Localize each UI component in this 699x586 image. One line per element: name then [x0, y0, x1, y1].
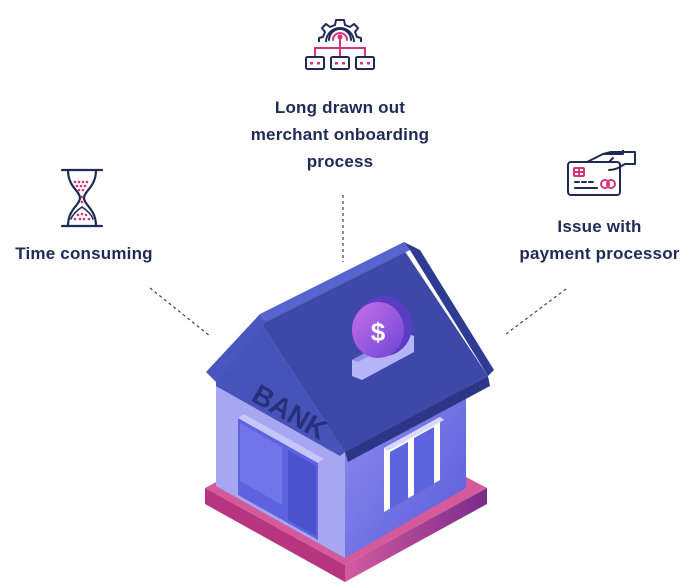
issue-payment-processor: Issue with payment processor	[500, 213, 699, 267]
connector-time	[149, 287, 211, 337]
coin-symbol: $	[371, 317, 386, 347]
bank-right-wall	[345, 384, 466, 558]
dollar-coin-icon: $	[352, 296, 412, 358]
network-gear-icon	[305, 19, 375, 70]
issue-line: Issue with	[557, 217, 642, 236]
issue-line: process	[306, 152, 374, 171]
issue-merchant-onboarding: Long drawn out merchant onboarding proce…	[215, 94, 465, 175]
issue-time-consuming: Time consuming	[2, 240, 166, 267]
connector-payment	[505, 288, 567, 335]
issue-line: Time consuming	[15, 244, 153, 263]
issue-line: Long drawn out	[274, 98, 406, 117]
issue-line: payment processor	[519, 244, 680, 263]
issue-line: merchant onboarding	[250, 125, 430, 144]
hand-card-icon	[567, 150, 636, 196]
hourglass-icon	[60, 168, 104, 228]
